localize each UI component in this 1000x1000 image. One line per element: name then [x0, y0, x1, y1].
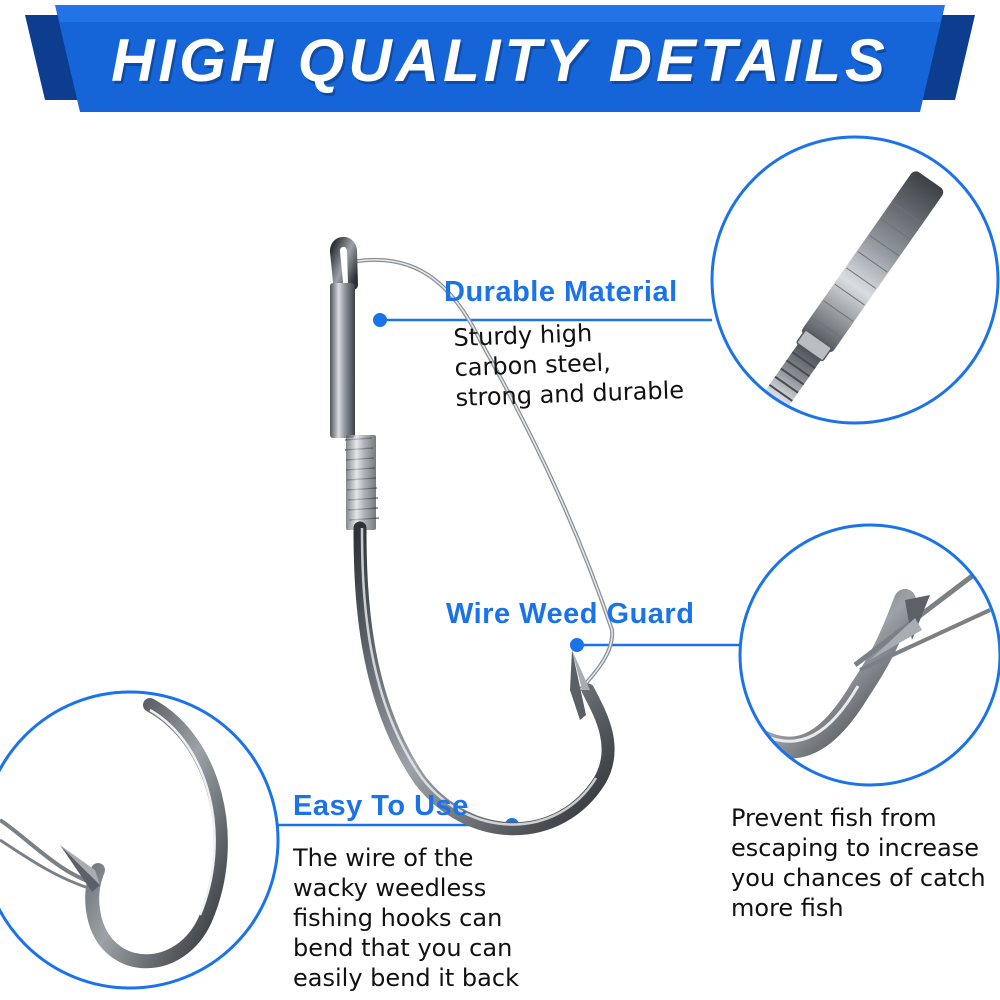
description-line: The wire of the [293, 844, 474, 872]
feature-title-wire-weed-guard: Wire Weed Guard [446, 598, 695, 630]
description-line: more fish [731, 894, 844, 922]
feature-title-durable-material: Durable Material [444, 276, 678, 308]
detail-circle-weed-guard [738, 523, 1000, 787]
description-line: easily bend it back [293, 964, 519, 992]
title-banner [25, 5, 975, 112]
weed-guard-dot [570, 638, 584, 652]
feature-description-durable-material: Sturdy high carbon steel, strong and dur… [453, 315, 684, 413]
description-line: Prevent fish from [731, 804, 937, 832]
description-line: fishing hooks can [293, 904, 503, 932]
description-line: escaping to increase [731, 834, 980, 862]
description-line: bend that you can [293, 934, 513, 962]
detail-circle-easy-to-use [0, 690, 280, 990]
durable-material-dot [373, 313, 387, 327]
description-line: you chances of catch [731, 864, 986, 892]
feature-title-easy-to-use: Easy To Use [293, 790, 469, 822]
banner-title: HIGH QUALITY DETAILS [111, 26, 889, 94]
detail-circle-durable [710, 135, 1000, 425]
feature-description-wire-weed-guard: Prevent fish from escaping to increase y… [731, 803, 986, 923]
main-hook-illustration [330, 237, 615, 836]
feature-description-easy-to-use: The wire of the wacky weedless fishing h… [293, 843, 519, 993]
banner-ribbon [55, 5, 945, 112]
description-line: wacky weedless [293, 874, 487, 902]
